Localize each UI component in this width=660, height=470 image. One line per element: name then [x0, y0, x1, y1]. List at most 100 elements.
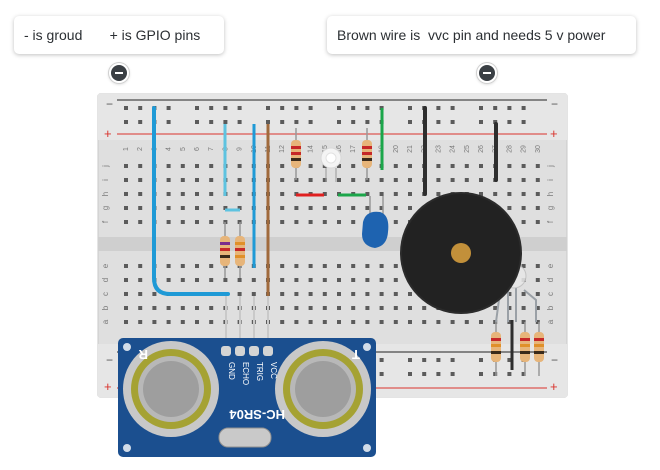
resistor[interactable]	[220, 222, 230, 278]
terminal-hole	[280, 220, 285, 224]
rail-hole	[479, 120, 483, 124]
rail-hole	[436, 120, 441, 124]
piezo-buzzer[interactable]	[400, 192, 522, 314]
pin-icon[interactable]	[109, 63, 129, 83]
rail-hole	[507, 372, 512, 376]
terminal-hole	[294, 264, 299, 268]
terminal-hole	[365, 278, 370, 282]
terminal-hole	[535, 206, 540, 210]
resistor[interactable]	[534, 322, 544, 376]
terminal-hole	[337, 178, 341, 182]
terminal-hole	[351, 306, 356, 310]
terminal-hole	[322, 306, 327, 310]
column-number: 24	[450, 145, 457, 153]
terminal-hole	[393, 164, 398, 168]
terminal-hole	[308, 278, 313, 282]
resistor[interactable]	[520, 322, 530, 376]
terminal-hole	[195, 164, 199, 168]
terminal-hole	[166, 264, 171, 268]
resistor[interactable]	[235, 222, 245, 278]
terminal-hole	[422, 306, 427, 310]
terminal-hole	[280, 264, 285, 268]
rail-hole	[507, 358, 512, 362]
terminal-hole	[337, 320, 341, 324]
terminal-hole	[223, 278, 228, 282]
terminal-hole	[195, 206, 199, 210]
resistor[interactable]	[291, 128, 301, 180]
rail-hole	[450, 372, 455, 376]
terminal-hole	[450, 320, 455, 324]
rail-hole	[450, 120, 455, 124]
terminal-hole	[351, 278, 356, 282]
resistor[interactable]	[491, 322, 501, 376]
terminal-hole	[308, 306, 313, 310]
terminal-hole	[124, 278, 128, 282]
annotation-ground-gpio: - is groud + is GPIO pins	[14, 16, 224, 54]
terminal-hole	[393, 306, 398, 310]
rail-hole	[166, 106, 171, 110]
ultrasonic-sensor[interactable]	[118, 338, 376, 457]
terminal-hole	[351, 292, 356, 296]
terminal-hole	[535, 292, 540, 296]
resistor[interactable]	[362, 128, 372, 180]
terminal-hole	[322, 206, 327, 210]
terminal-hole	[195, 178, 199, 182]
terminal-hole	[365, 206, 370, 210]
rail-hole	[223, 120, 228, 124]
terminal-hole	[365, 306, 370, 310]
blue-wire-ground[interactable]	[152, 106, 230, 296]
terminal-hole	[493, 192, 498, 196]
terminal-hole	[535, 306, 540, 310]
rail-hole	[507, 120, 512, 124]
rail-plus-label: +	[104, 379, 112, 394]
sensor-pin-leads	[225, 296, 269, 346]
column-number: 23	[435, 145, 442, 153]
rail-hole	[493, 120, 498, 124]
rail-minus-label: −	[551, 353, 558, 367]
column-number: 26	[478, 145, 485, 153]
row-letter: g	[101, 206, 110, 210]
terminal-hole	[195, 264, 199, 268]
rail-hole	[337, 120, 341, 124]
terminal-hole	[393, 206, 398, 210]
terminal-hole	[195, 320, 199, 324]
terminal-hole	[138, 206, 143, 210]
terminal-hole	[379, 178, 384, 182]
terminal-hole	[138, 320, 143, 324]
terminal-hole	[535, 178, 540, 182]
terminal-hole	[507, 320, 512, 324]
terminal-hole	[493, 320, 498, 324]
rail-hole	[422, 358, 427, 362]
terminal-hole	[237, 292, 242, 296]
led[interactable]	[320, 147, 342, 182]
rail-hole	[308, 120, 313, 124]
terminal-hole	[436, 320, 441, 324]
rail-plus-label: +	[104, 126, 112, 141]
terminal-hole	[422, 320, 427, 324]
terminal-hole	[322, 220, 327, 224]
column-number: 2	[137, 147, 144, 151]
rail-hole	[422, 372, 427, 376]
terminal-hole	[294, 320, 299, 324]
terminal-hole	[322, 264, 327, 268]
terminal-hole	[152, 292, 157, 296]
terminal-hole	[393, 292, 398, 296]
terminal-hole	[322, 192, 327, 196]
terminal-hole	[124, 206, 128, 210]
column-number: 14	[308, 145, 315, 153]
rail-hole	[294, 120, 299, 124]
capacitor[interactable]	[362, 196, 389, 248]
rail-hole	[379, 358, 384, 362]
rail-hole	[124, 106, 128, 110]
terminal-hole	[393, 192, 398, 196]
terminal-hole	[379, 278, 384, 282]
row-letter: e	[546, 263, 555, 268]
terminal-hole	[195, 306, 199, 310]
rail-hole	[166, 120, 171, 124]
pin-icon[interactable]	[477, 63, 497, 83]
column-number: 5	[180, 147, 187, 151]
terminal-hole	[152, 320, 157, 324]
rail-hole	[266, 106, 270, 110]
terminal-hole	[124, 320, 128, 324]
terminal-hole	[180, 178, 185, 182]
